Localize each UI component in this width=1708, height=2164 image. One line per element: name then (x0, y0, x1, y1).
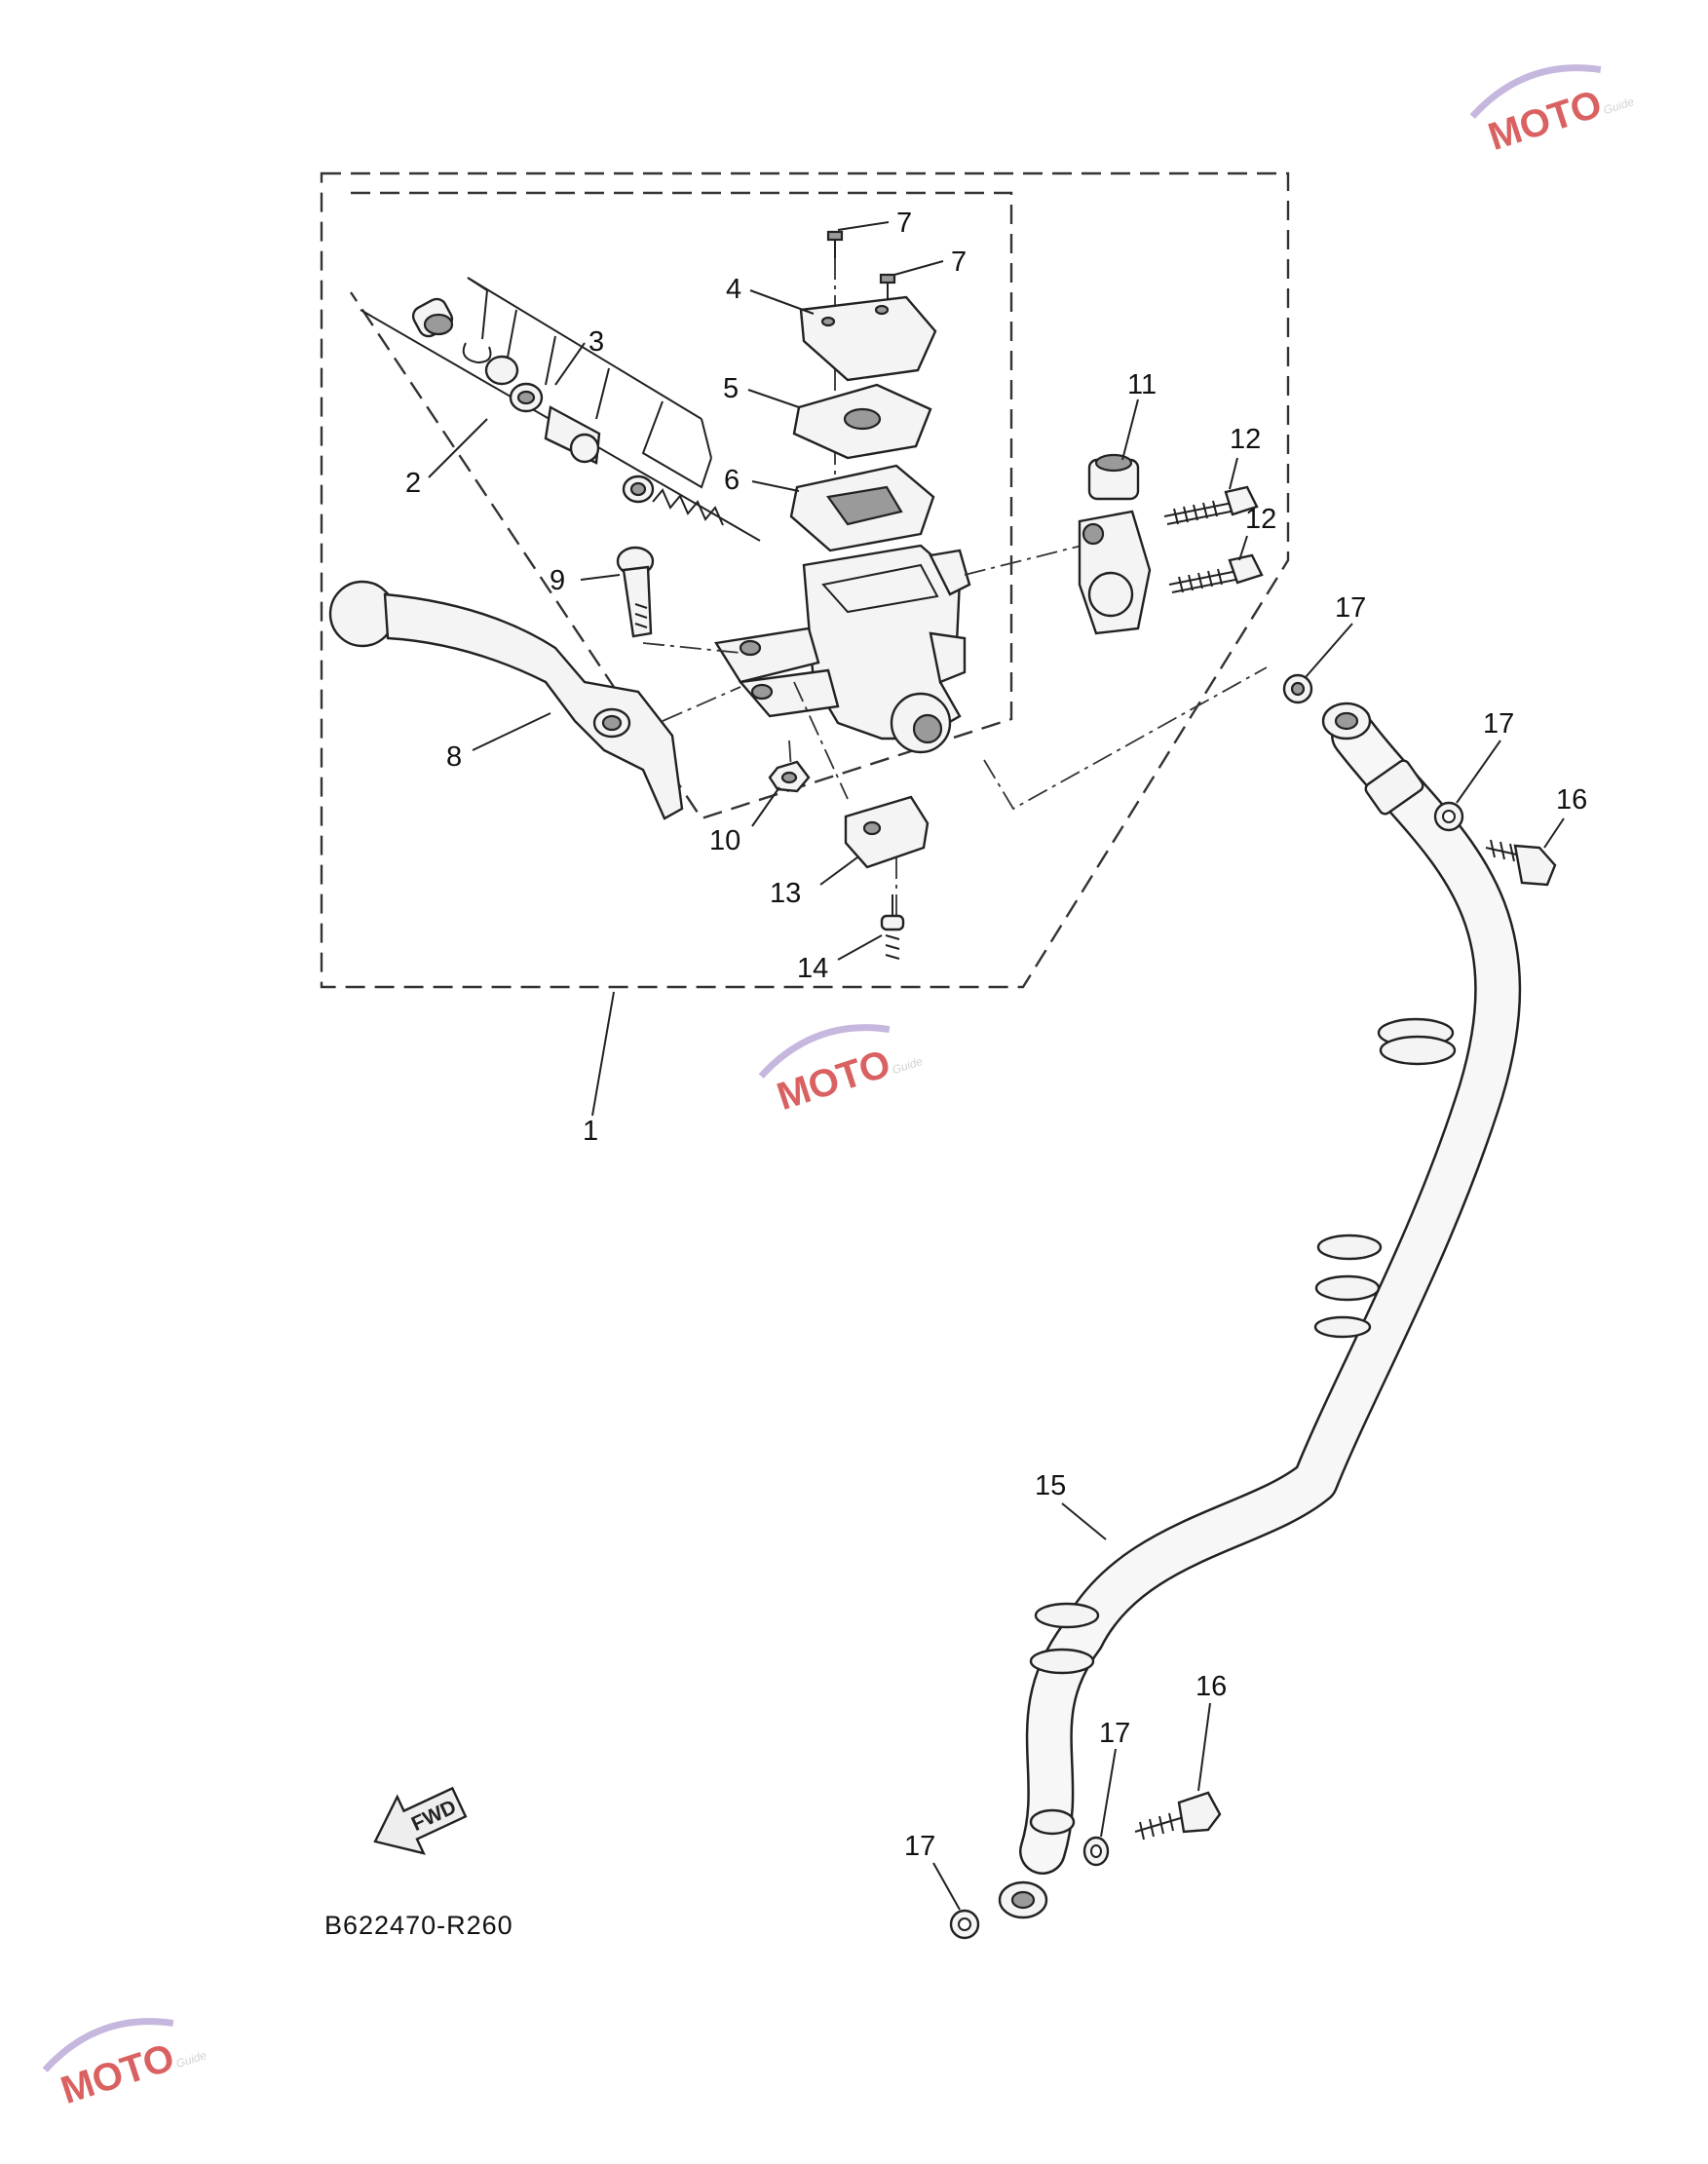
label-part-12a: 12 (1230, 424, 1261, 455)
label-part-8: 8 (446, 741, 462, 773)
assembly-inner-boundary (350, 191, 1013, 820)
label-part-6: 6 (724, 465, 740, 496)
washer-17-a (1282, 673, 1313, 704)
svg-text:Guide: Guide (1602, 95, 1636, 117)
brake-hose (998, 702, 1522, 1919)
label-part-1: 1 (583, 1116, 598, 1147)
banjo-bolt-lower (1134, 1791, 1222, 1841)
forward-arrow-icon: FWD (373, 1786, 468, 1855)
master-cylinder-body (714, 544, 971, 754)
holder-bolt-lower (1168, 553, 1264, 593)
label-part-17a: 17 (1335, 592, 1366, 624)
washer-17-b (1433, 801, 1464, 832)
label-part-13: 13 (770, 878, 801, 909)
label-part-16a: 16 (1556, 784, 1587, 816)
lever-nut (768, 760, 811, 793)
watermark-top-right: MOTO Guide (1469, 64, 1636, 159)
label-part-14: 14 (797, 953, 828, 984)
reservoir-cap-group (789, 230, 937, 552)
holder-bolt-upper (1163, 485, 1259, 525)
washer-17-c (1082, 1836, 1110, 1867)
leader-lines (428, 221, 1565, 1911)
watermark-bottom-left: MOTO Guide (42, 2018, 209, 2112)
banjo-bolt-upper (1485, 839, 1557, 887)
label-part-17d: 17 (904, 1831, 935, 1862)
label-part-17b: 17 (1483, 708, 1514, 740)
label-part-11: 11 (1127, 369, 1157, 400)
brake-switch (844, 795, 930, 960)
pivot-bolt (616, 546, 655, 638)
part-labels: 1 2 3 4 5 6 7 7 8 9 10 11 12 12 13 14 15… (405, 208, 1587, 1862)
label-part-4: 4 (726, 274, 741, 305)
label-part-5: 5 (723, 373, 739, 404)
watermark-center: MOTO Guide (758, 1024, 925, 1119)
label-part-16b: 16 (1196, 1671, 1227, 1702)
label-part-7b: 7 (951, 247, 967, 278)
assembly-outer-boundary (320, 171, 1290, 989)
label-part-15: 15 (1035, 1470, 1066, 1501)
brake-lever (328, 580, 684, 820)
label-part-7a: 7 (896, 208, 912, 239)
label-part-3: 3 (588, 326, 604, 358)
label-part-10: 10 (709, 825, 740, 856)
label-part-9: 9 (550, 565, 565, 596)
washer-17-d (949, 1909, 980, 1940)
handlebar-holder (1078, 453, 1152, 635)
svg-text:Guide: Guide (891, 1054, 925, 1077)
diagram-code: B622470-R260 (324, 1911, 513, 1940)
piston-kit-group (360, 277, 761, 542)
label-part-17c: 17 (1099, 1718, 1130, 1749)
label-part-12b: 12 (1245, 504, 1276, 535)
label-part-2: 2 (405, 468, 421, 499)
svg-text:Guide: Guide (174, 2048, 209, 2070)
